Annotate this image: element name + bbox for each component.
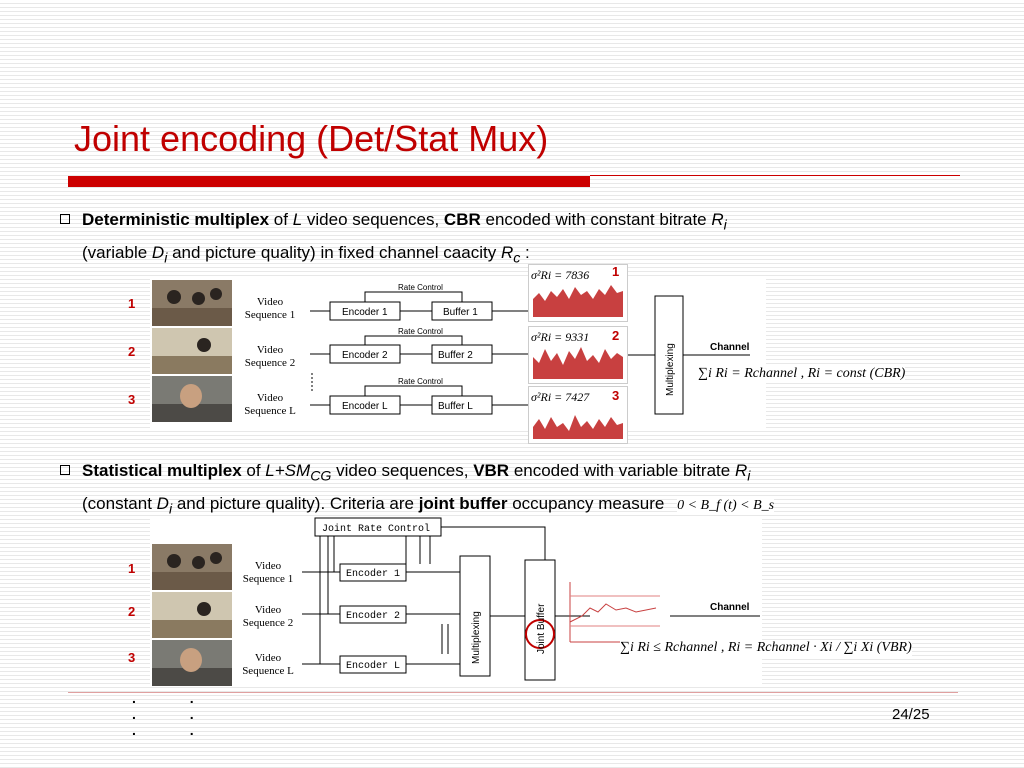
video-thumbnail-3 <box>152 376 232 422</box>
seq-number-2: 2 <box>128 604 136 619</box>
joint-rate-control-box <box>314 517 442 537</box>
bullet-square-icon <box>60 214 70 224</box>
svg-text:Encoder L: Encoder L <box>342 401 388 412</box>
svg-text:Encoder L: Encoder L <box>346 660 400 672</box>
encoder-1-box <box>339 563 407 582</box>
encoder-l-box <box>339 655 407 674</box>
svg-text:Buffer 1: Buffer 1 <box>443 307 478 318</box>
continuation-dots: . . . . . . <box>132 690 194 738</box>
svg-text:Rate Control: Rate Control <box>398 283 443 292</box>
encoder-l-box <box>329 395 401 415</box>
video-label-3: Video Sequence L <box>244 392 296 417</box>
multiplexing-box <box>654 295 684 415</box>
multiplexing-box <box>459 555 491 677</box>
seq-number-2: 2 <box>128 344 136 359</box>
svg-text:Rate Control: Rate Control <box>398 327 443 336</box>
page-number: 24/25 <box>892 706 930 723</box>
bitrate-graph-1: σ²Ri = 7836 <box>528 264 628 322</box>
cbr-formula: ∑i Ri = Rchannel , Ri = const (CBR) <box>698 366 906 382</box>
vbr-diagram: Video Sequence 1 Video Sequence 2 Video … <box>150 516 762 686</box>
slide-title: Joint encoding (Det/Stat Mux) <box>74 118 549 159</box>
svg-text:Encoder 2: Encoder 2 <box>342 350 388 361</box>
video-thumbnail-2 <box>152 328 232 374</box>
video-thumbnail-1 <box>152 544 232 590</box>
video-label-1: Video Sequence 1 <box>244 296 296 321</box>
bullet-deterministic: Deterministic multiplex of L video seque… <box>60 206 962 273</box>
svg-text:Rate Control: Rate Control <box>398 377 443 386</box>
seq-number-1: 1 <box>128 561 136 576</box>
video-thumbnail-2 <box>152 592 232 638</box>
svg-text:Joint Buffer: Joint Buffer <box>536 603 547 654</box>
vbr-formula: ∑i Ri ≤ Rchannel , Ri = Rchannel · Xi / … <box>620 640 912 656</box>
video-label-2: Video Sequence 2 <box>244 344 296 369</box>
video-label-2: Video Sequence 2 <box>242 604 294 629</box>
video-thumbnail-1 <box>152 280 232 326</box>
bullet-square-icon <box>60 465 70 475</box>
cbr-diagram: Video Sequence 1 Video Sequence 2 Video … <box>150 264 906 444</box>
svg-text:Multiplexing: Multiplexing <box>665 343 676 396</box>
svg-text:Encoder 1: Encoder 1 <box>342 307 388 318</box>
encoder-2-box <box>329 344 401 364</box>
title-underline-bar <box>68 176 590 187</box>
joint-buffer-box <box>524 559 556 681</box>
buffer-occupancy-formula: 0 < B_f (t) < B_s <box>677 498 775 514</box>
svg-text:Channel: Channel <box>710 342 750 353</box>
svg-text:Joint Rate Control: Joint Rate Control <box>322 523 430 535</box>
video-label-1: Video Sequence 1 <box>242 560 294 585</box>
seq-number-3: 3 <box>128 392 136 407</box>
video-label-3: Video Sequence L <box>242 652 294 677</box>
svg-text:Buffer L: Buffer L <box>438 401 473 412</box>
buffer-2-box <box>431 344 493 364</box>
svg-text:Encoder 2: Encoder 2 <box>346 610 400 622</box>
buffer-1-box <box>431 301 493 321</box>
title-underline-line <box>590 175 960 176</box>
buffer-l-box <box>431 395 493 415</box>
video-thumbnail-3 <box>152 640 232 686</box>
svg-text:Buffer 2: Buffer 2 <box>438 350 473 361</box>
bitrate-graph-2: σ²Ri = 9331 <box>528 326 628 384</box>
bitrate-graph-3: σ²Ri = 7427 <box>528 386 628 444</box>
svg-text:Multiplexing: Multiplexing <box>471 611 482 664</box>
seq-number-1: 1 <box>128 296 136 311</box>
seq-number-3: 3 <box>128 650 136 665</box>
svg-text:Encoder 1: Encoder 1 <box>346 568 400 580</box>
encoder-1-box <box>329 301 401 321</box>
footer-divider <box>68 692 958 693</box>
bullet-statistical: Statistical multiplex of L+SMCG video se… <box>60 457 962 524</box>
encoder-2-box <box>339 605 407 624</box>
svg-text:Channel: Channel <box>710 602 750 613</box>
